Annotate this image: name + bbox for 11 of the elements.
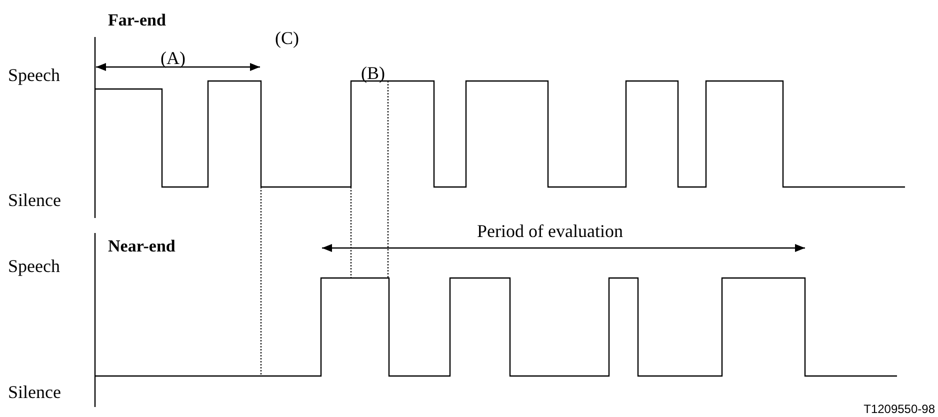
marker-label: (B) (361, 64, 385, 82)
level-label: Silence (8, 191, 61, 209)
dimension-label: Period of evaluation (477, 222, 623, 240)
marker-label: (C) (275, 29, 299, 47)
channel-title: Near-end (108, 238, 176, 254)
marker-label: (A) (160, 49, 186, 67)
level-label: Speech (8, 66, 60, 84)
level-label: Speech (8, 257, 60, 275)
level-label: Silence (8, 383, 61, 401)
channel-title: Far-end (108, 12, 166, 28)
figure-number: T1209550-98 (864, 403, 935, 415)
